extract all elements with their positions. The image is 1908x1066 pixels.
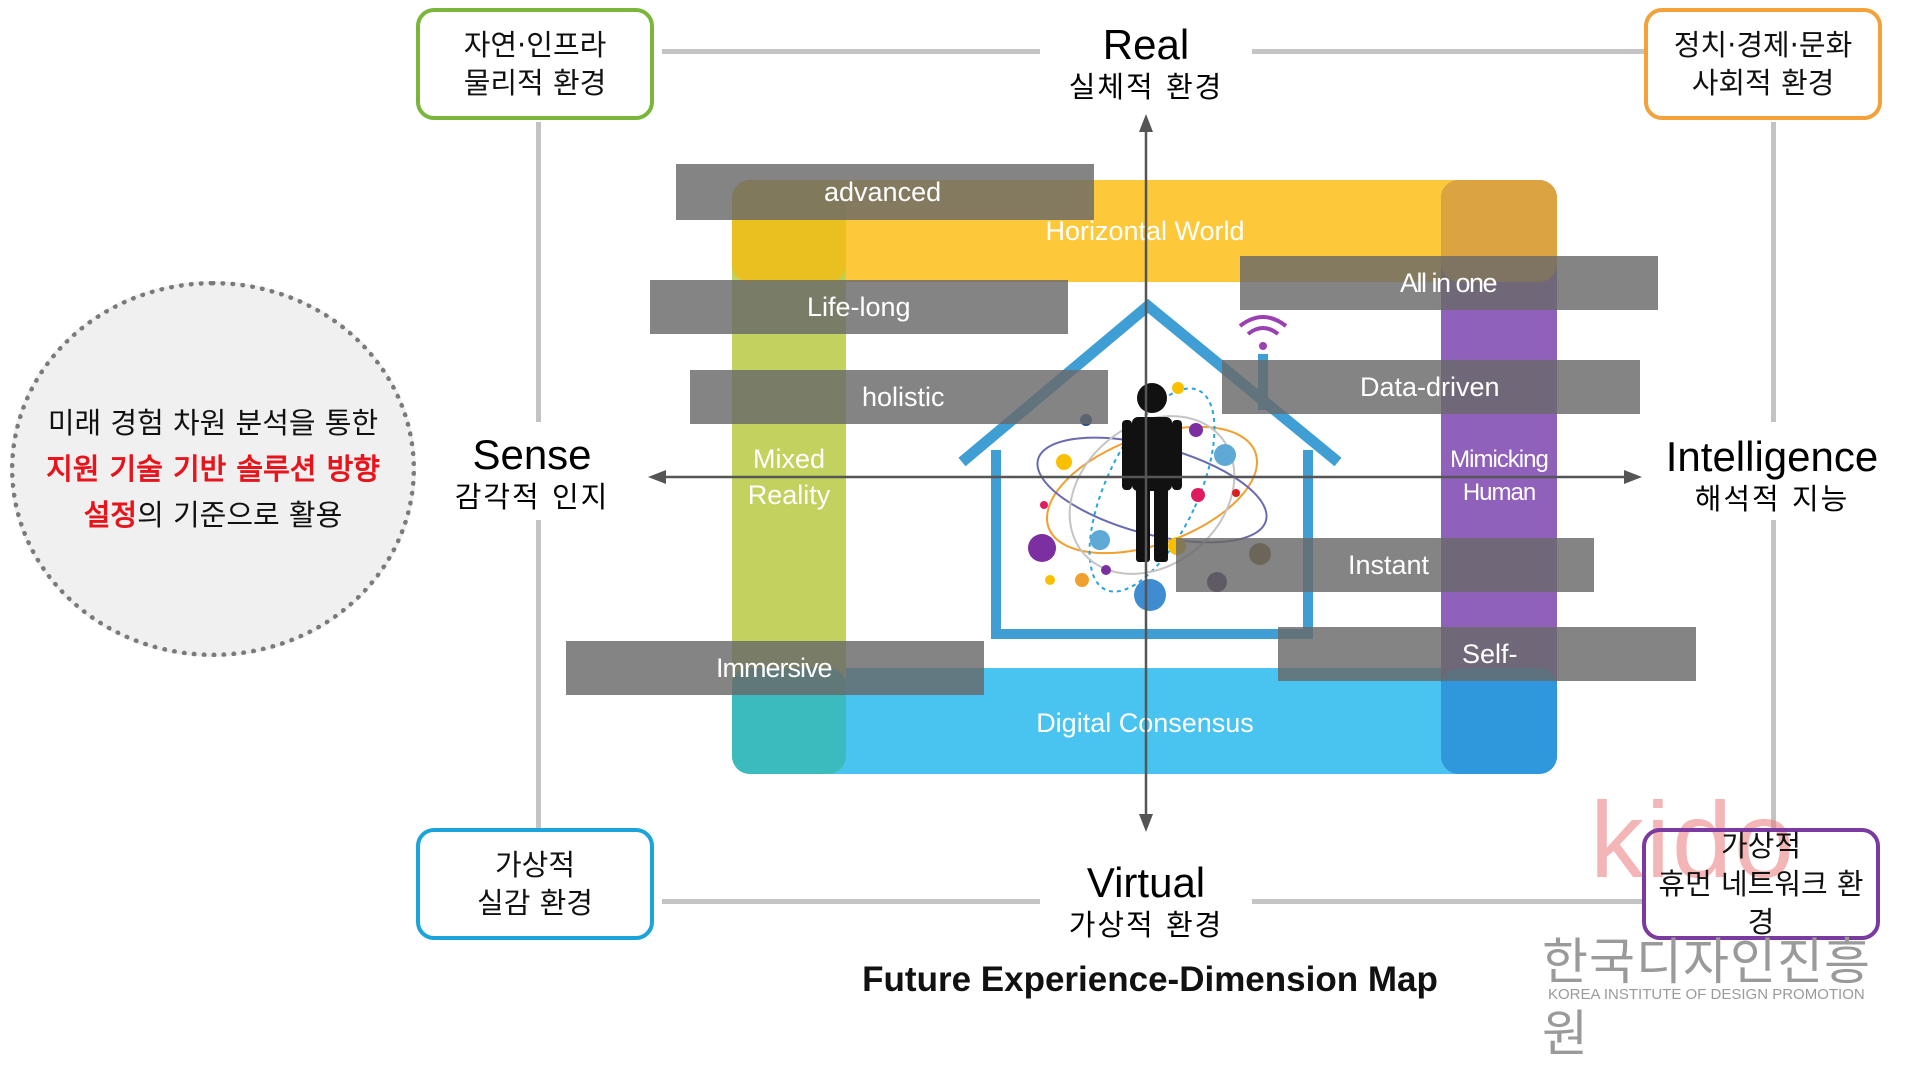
frame-line-left-lower <box>536 520 541 830</box>
bar-label: All in one <box>1400 267 1498 298</box>
label-mixed: Mixed <box>752 444 826 474</box>
node <box>1056 454 1072 470</box>
corner-line1: 가상적 <box>494 848 576 882</box>
node <box>1232 489 1240 497</box>
bar-instant: Instant <box>1176 538 1594 592</box>
label-mimicking: Mimicking <box>1450 446 1549 473</box>
label-human: Human <box>1462 479 1536 506</box>
axis-label-sense-en: Sense <box>472 431 592 478</box>
bar-immersive: Immersive <box>566 641 984 695</box>
node <box>1134 579 1166 611</box>
bar-label: Self- <box>1462 638 1518 669</box>
bar-advanced: advanced <box>676 164 1094 220</box>
callout-line3: 설정의 기준으로 활용 <box>84 492 343 538</box>
corner-box-natural-infra: 자연·인프라 물리적 환경 <box>416 8 654 120</box>
frame-line-top-left <box>662 49 1040 54</box>
node <box>1101 565 1111 575</box>
label-reality: Reality <box>747 480 831 510</box>
person-arm-right <box>1172 420 1182 490</box>
bar-label: Instant <box>1348 549 1430 580</box>
axis-label-virtual-ko: 가상적 환경 <box>1068 908 1224 942</box>
node <box>1090 530 1110 550</box>
callout-line3-rest: 의 기준으로 활용 <box>137 498 343 532</box>
axes <box>648 114 1642 832</box>
axis-label-virtual-en: Virtual <box>1086 859 1206 906</box>
corner-box-virtual-human-network: 가상적 휴먼 네트워크 환경 <box>1642 828 1880 940</box>
bar-self: Self- <box>1278 627 1696 681</box>
node <box>1191 488 1205 502</box>
person-head <box>1137 383 1167 413</box>
wifi-icon <box>1238 315 1288 336</box>
node <box>1214 444 1236 466</box>
bar-label: advanced <box>824 176 942 207</box>
person-arm-left <box>1122 420 1132 490</box>
corner-line1: 정치·경제·문화 <box>1673 28 1853 62</box>
axis-label-intelligence: Intelligence 해석적 지능 <box>1652 434 1892 518</box>
frame-line-right-upper <box>1771 122 1776 422</box>
node <box>1045 575 1055 585</box>
label-mimicking-human: Mimicking Human <box>1436 443 1562 509</box>
axis-label-intelligence-en: Intelligence <box>1665 433 1879 480</box>
bar-label: Data-driven <box>1360 371 1500 402</box>
axis-arrow-down <box>1139 814 1153 832</box>
frame-line-top-right <box>1252 49 1644 54</box>
callout-line3-red: 설정 <box>83 498 138 532</box>
corner-line2: 물리적 환경 <box>463 66 607 100</box>
node <box>1028 534 1056 562</box>
axis-label-real-ko: 실체적 환경 <box>1068 70 1224 104</box>
node <box>1172 382 1184 394</box>
axis-label-sense: Sense 감각적 인지 <box>436 432 628 516</box>
node <box>1075 573 1089 587</box>
bar-life-long: Life-long <box>650 280 1068 334</box>
corner-line2: 실감 환경 <box>477 886 593 920</box>
logo-english-name: KOREA INSTITUTE OF DESIGN PROMOTION <box>1548 986 1865 1003</box>
callout-line2: 지원 기술 기반 솔루션 방향 <box>46 452 380 486</box>
band-overlap-bottom-right <box>1441 668 1557 774</box>
callout-circle: 미래 경험 차원 분석을 통한 지원 기술 기반 솔루션 방향 설정의 기준으로… <box>10 281 416 657</box>
label-mixed-reality: Mixed Reality <box>732 441 846 513</box>
kido-logo: kido <box>1590 779 1797 900</box>
node <box>1040 501 1048 509</box>
bar-data-driven: Data-driven <box>1222 360 1640 414</box>
axis-arrow-up <box>1139 114 1153 132</box>
callout-line1: 미래 경험 차원 분석을 통한 <box>47 406 379 440</box>
bar-holistic: holistic <box>690 370 1108 424</box>
corner-box-virtual-immersive: 가상적 실감 환경 <box>416 828 654 940</box>
corner-line1: 가상적 <box>1720 829 1802 863</box>
bar-label: holistic <box>862 381 945 412</box>
corner-box-social: 정치·경제·문화 사회적 환경 <box>1644 8 1882 120</box>
bar-label: Immersive <box>716 652 833 683</box>
axis-label-intelligence-ko: 해석적 지능 <box>1694 482 1850 516</box>
frame-line-bottom-right <box>1252 899 1644 904</box>
bar-all-in-one: All in one <box>1240 256 1658 310</box>
frame-line-right-lower <box>1771 520 1776 830</box>
axis-arrow-left <box>648 470 666 484</box>
frame-line-bottom-left <box>662 899 1040 904</box>
node <box>1189 423 1203 437</box>
corner-line2: 휴먼 네트워크 환경 <box>1658 867 1864 939</box>
figure-caption: Future Experience-Dimension Map <box>862 960 1438 999</box>
bar-label: Life-long <box>807 291 911 322</box>
corner-line2: 사회적 환경 <box>1691 66 1835 100</box>
person-leg-right <box>1154 488 1168 562</box>
corner-line1: 자연·인프라 <box>463 28 607 62</box>
frame-line-left-upper <box>536 122 541 422</box>
wifi-dot <box>1259 342 1267 350</box>
axis-label-real-en: Real <box>1102 21 1190 68</box>
axis-arrow-right <box>1624 470 1642 484</box>
person-torso <box>1132 417 1172 491</box>
axis-label-virtual: Virtual 가상적 환경 <box>1040 860 1252 944</box>
axis-label-real: Real 실체적 환경 <box>1040 22 1252 106</box>
axis-label-sense-ko: 감각적 인지 <box>454 480 610 514</box>
